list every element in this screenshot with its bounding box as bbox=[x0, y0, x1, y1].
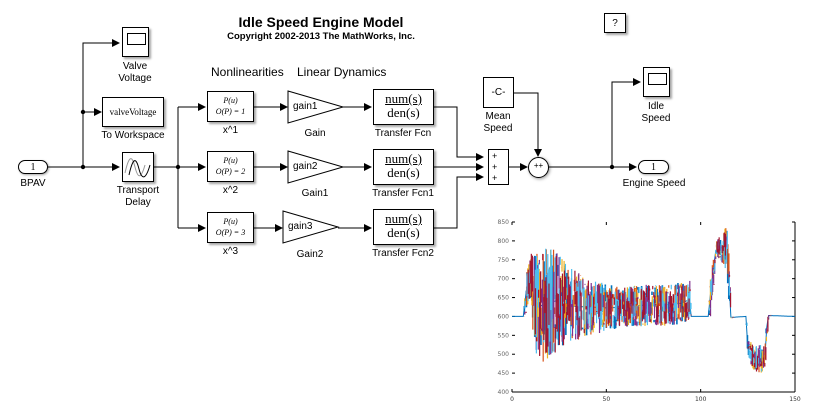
tf-denominator: den(s) bbox=[387, 165, 420, 180]
idle-speed-scope[interactable] bbox=[643, 67, 670, 97]
transfer-fcn-block-3[interactable]: num(s) den(s) bbox=[373, 209, 434, 245]
inport-bpav[interactable]: 1 bbox=[18, 160, 48, 174]
mean-speed-label-1: Mean bbox=[485, 111, 511, 122]
sum-sign: + bbox=[492, 151, 498, 161]
gain-block-1[interactable]: gain1 bbox=[287, 90, 345, 124]
y-tick-label: 650 bbox=[498, 295, 510, 302]
poly-top: P(u) bbox=[223, 217, 238, 226]
poly-label-3: x^3 bbox=[222, 246, 239, 257]
poly-bottom: O(P) = 2 bbox=[215, 167, 246, 176]
sum2-block[interactable]: ++ bbox=[528, 157, 549, 178]
gain-value: gain2 bbox=[293, 161, 318, 172]
x-tick-label: 50 bbox=[603, 396, 611, 403]
nonlinearities-label: Nonlinearities bbox=[211, 65, 284, 79]
help-button[interactable]: ? bbox=[604, 13, 626, 33]
outport-engine-speed[interactable]: 1 bbox=[638, 160, 669, 174]
y-tick-label: 600 bbox=[498, 313, 510, 320]
gain-block-3[interactable]: gain3 bbox=[282, 210, 340, 244]
transfer-fcn-block-2[interactable]: num(s) den(s) bbox=[373, 149, 434, 185]
poly-bottom: O(P) = 3 bbox=[215, 228, 246, 237]
tf-denominator: den(s) bbox=[387, 225, 420, 240]
tf-numerator: num(s) bbox=[385, 91, 422, 106]
sum-sign: + bbox=[492, 162, 498, 172]
scope-icon bbox=[648, 73, 667, 85]
wire-tf1-sum bbox=[434, 106, 484, 161]
wire-tf3-sum bbox=[434, 173, 484, 229]
gain-label-2: Gain1 bbox=[301, 188, 329, 199]
gain-triangle-icon bbox=[282, 210, 340, 244]
polynomial-block-3[interactable]: P(u) O(P) = 3 bbox=[207, 212, 254, 243]
gain-triangle-icon bbox=[287, 150, 345, 184]
valve-scope-label-1: Valve bbox=[122, 61, 148, 72]
gain-value: gain1 bbox=[293, 101, 318, 112]
valve-voltage-scope[interactable] bbox=[122, 27, 149, 57]
inport-label: BPAV bbox=[20, 178, 46, 189]
gain-label-1: Gain bbox=[304, 128, 326, 139]
wire-valve-scope bbox=[82, 39, 120, 167]
poly-top: P(u) bbox=[223, 96, 238, 105]
idle-scope-label-1: Idle bbox=[647, 101, 665, 112]
y-tick-label: 750 bbox=[498, 257, 510, 264]
to-workspace-label: To Workspace bbox=[101, 130, 165, 141]
polynomial-block-2[interactable]: P(u) O(P) = 2 bbox=[207, 151, 254, 182]
gain-value: gain3 bbox=[288, 221, 313, 232]
transport-delay-label-1: Transport bbox=[116, 185, 160, 196]
to-workspace-block[interactable]: valveVoltage bbox=[102, 97, 164, 127]
x-tick-label: 150 bbox=[789, 396, 801, 403]
wire-mean-sum2 bbox=[514, 92, 542, 157]
transfer-fcn-label-3: Transfer Fcn2 bbox=[372, 248, 434, 259]
sum-sign: + bbox=[492, 173, 498, 183]
engine-speed-chart: 0 50 100 150 400 450 500 550 600 650 700 750 800 850 bbox=[498, 219, 801, 403]
y-tick-label: 800 bbox=[498, 238, 510, 245]
y-tick-label: 700 bbox=[498, 276, 510, 283]
idle-scope-label-2: Speed bbox=[641, 113, 671, 124]
transport-delay-block[interactable] bbox=[122, 152, 154, 182]
mean-speed-constant[interactable]: -C- bbox=[483, 77, 514, 108]
y-tick-label: 400 bbox=[498, 389, 510, 396]
transport-delay-label-2: Delay bbox=[125, 197, 151, 208]
transport-delay-icon bbox=[124, 158, 151, 178]
y-tick-label: 850 bbox=[498, 219, 510, 226]
mean-speed-label-2: Speed bbox=[483, 123, 513, 134]
tf-numerator: num(s) bbox=[385, 211, 422, 226]
polynomial-block-1[interactable]: P(u) O(P) = 1 bbox=[207, 91, 254, 122]
poly-label-1: x^1 bbox=[222, 125, 239, 136]
transfer-fcn-label-2: Transfer Fcn1 bbox=[372, 188, 434, 199]
transfer-fcn-label-1: Transfer Fcn bbox=[374, 128, 432, 139]
gain-triangle-icon bbox=[287, 90, 345, 124]
linear-dynamics-label: Linear Dynamics bbox=[297, 65, 387, 79]
tf-denominator: den(s) bbox=[387, 105, 420, 120]
outport-label: Engine Speed bbox=[622, 178, 686, 189]
y-tick-label: 450 bbox=[498, 370, 510, 377]
poly-label-2: x^2 bbox=[222, 185, 239, 196]
x-tick-label: 100 bbox=[695, 396, 707, 403]
gain-block-2[interactable]: gain2 bbox=[287, 150, 345, 184]
copyright-text: Copyright 2002-2013 The MathWorks, Inc. bbox=[227, 31, 415, 42]
poly-top: P(u) bbox=[223, 156, 238, 165]
scope-icon bbox=[127, 33, 146, 45]
x-tick-label: 0 bbox=[510, 396, 514, 403]
y-tick-label: 550 bbox=[498, 332, 510, 339]
valve-scope-label-2: Voltage bbox=[118, 73, 152, 84]
sum3-block[interactable]: + + + bbox=[488, 149, 509, 185]
model-title: Idle Speed Engine Model bbox=[238, 14, 404, 30]
transfer-fcn-block-1[interactable]: num(s) den(s) bbox=[373, 89, 434, 125]
poly-bottom: O(P) = 1 bbox=[215, 107, 246, 116]
y-tick-label: 500 bbox=[498, 351, 510, 358]
gain-label-3: Gain2 bbox=[296, 249, 324, 260]
wire-idle-scope bbox=[611, 78, 641, 167]
tf-numerator: num(s) bbox=[385, 151, 422, 166]
